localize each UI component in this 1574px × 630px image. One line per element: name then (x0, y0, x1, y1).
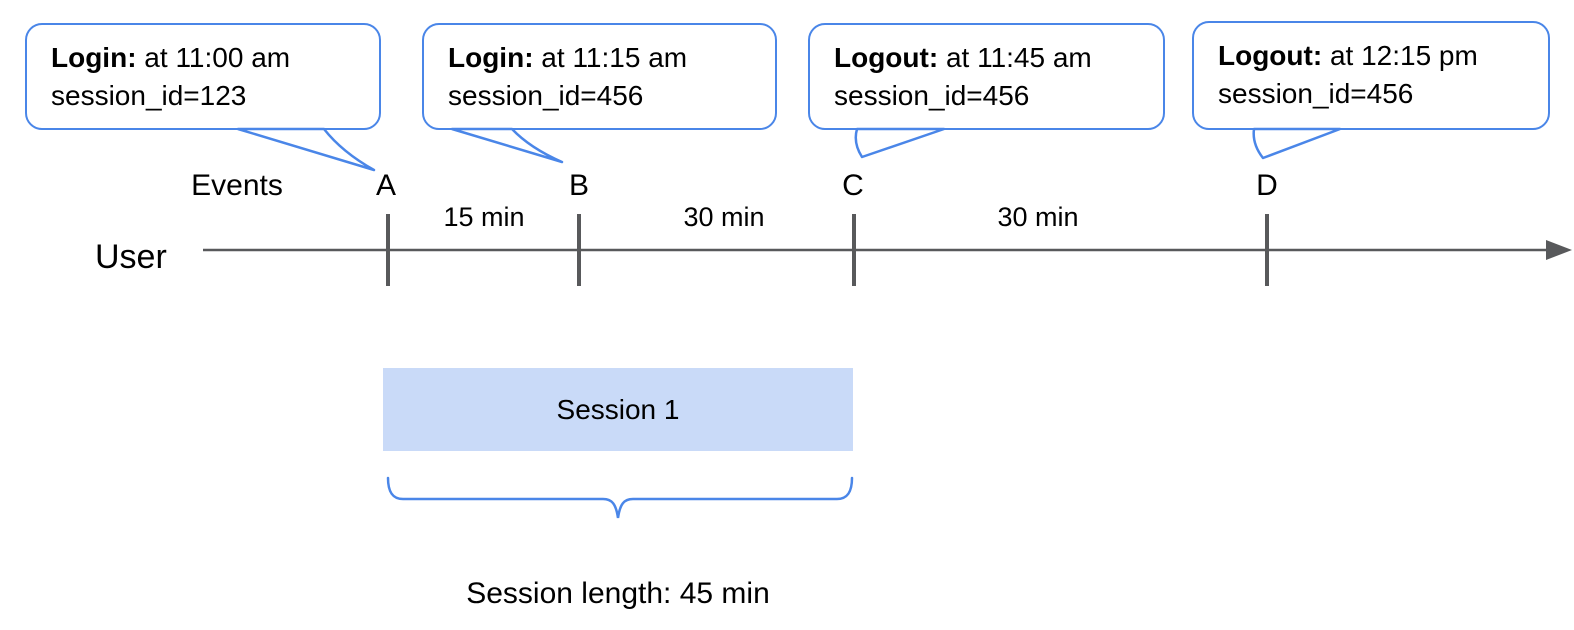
marker-d: D (1256, 169, 1278, 202)
callout-login-b: Login: at 11:15 am session_id=456 (422, 23, 777, 130)
interval-c-d: 30 min (997, 202, 1079, 232)
marker-b: B (568, 169, 590, 202)
callout-event-time: at 11:45 am (938, 42, 1092, 73)
callout-session-id: session_id=456 (448, 80, 644, 111)
timeline-arrowhead-icon (1546, 240, 1572, 260)
marker-c: C (842, 169, 864, 202)
interval-b-c: 30 min (683, 202, 765, 232)
callout-tail-c (854, 127, 946, 159)
callout-event-type: Logout: (1218, 40, 1323, 71)
user-row-label: User (95, 238, 167, 276)
callout-event-time: at 11:00 am (136, 42, 291, 73)
callout-event-time: at 12:15 pm (1322, 40, 1478, 71)
callout-tail-d (1252, 127, 1342, 160)
callout-event-type: Login: (51, 42, 137, 73)
callout-session-id: session_id=456 (1218, 78, 1414, 109)
callout-event-line: Logout: at 11:45 am (834, 39, 1153, 77)
marker-a: A (375, 169, 397, 202)
callout-logout-c: Logout: at 11:45 am session_id=456 (808, 23, 1165, 130)
callout-event-time: at 11:15 am (533, 42, 688, 73)
session-box-label: Session 1 (556, 393, 680, 425)
session-length-brace (386, 476, 854, 519)
callout-event-type: Login: (448, 42, 534, 73)
callout-session-id: session_id=123 (51, 80, 247, 111)
callout-login-a: Login: at 11:00 am session_id=123 (25, 23, 381, 130)
callout-session-id: session_id=456 (834, 80, 1030, 111)
callout-tail-b (450, 127, 564, 164)
session-length-label: Session length: 45 min (466, 577, 770, 610)
events-row-label: Events (191, 169, 283, 202)
callout-logout-d: Logout: at 12:15 pm session_id=456 (1192, 21, 1550, 130)
callout-event-line: Logout: at 12:15 pm (1218, 37, 1538, 75)
interval-a-b: 15 min (443, 202, 525, 232)
session-box: Session 1 (383, 368, 853, 451)
callout-event-line: Login: at 11:15 am (448, 39, 765, 77)
callout-event-line: Login: at 11:00 am (51, 39, 369, 77)
callout-event-type: Logout: (834, 42, 939, 73)
callout-tail-a (236, 127, 376, 172)
